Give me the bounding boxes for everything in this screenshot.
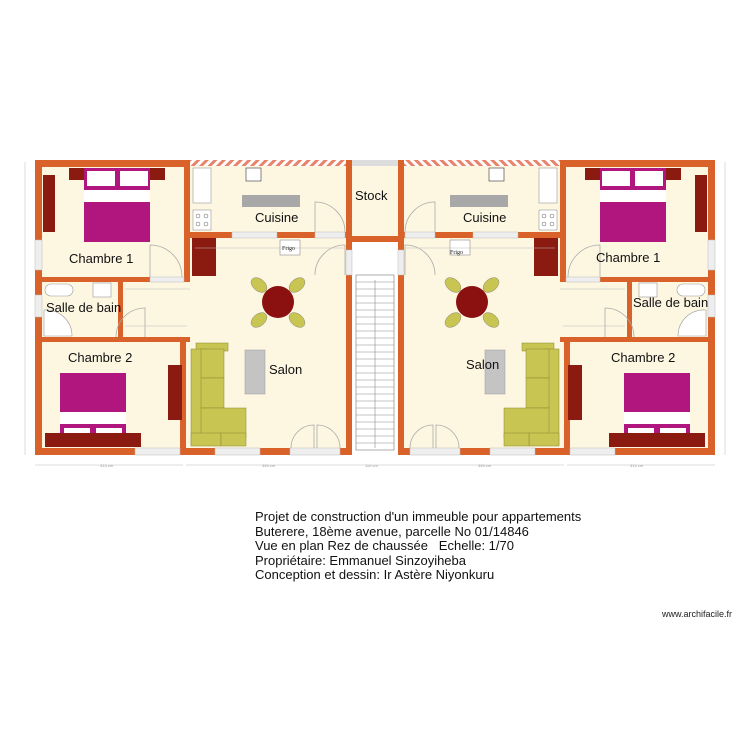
room-label-frigo-left: Frigo bbox=[282, 246, 295, 252]
caption-line: Propriétaire: Emmanuel Sinzoyiheba bbox=[255, 552, 466, 568]
apartment-right bbox=[397, 159, 726, 466]
room-label-salon-right: Salon bbox=[466, 357, 499, 372]
caption-line: Projet de construction d'un immeuble pou… bbox=[255, 509, 582, 524]
room-label-chambre2-right: Chambre 2 bbox=[611, 350, 675, 365]
room-label-cuisine-right: Cuisine bbox=[463, 210, 506, 225]
staircase bbox=[355, 274, 395, 451]
dimension-label: 414 cm bbox=[100, 463, 114, 468]
dimension-label: 446 cm bbox=[262, 463, 276, 468]
room-label-chambre1-right: Chambre 1 bbox=[596, 250, 660, 265]
caption-line: Vue en plan Rez de chaussée Echelle: 1/7… bbox=[255, 538, 514, 553]
stock-room bbox=[352, 166, 398, 236]
room-label-frigo-right: Frigo bbox=[450, 250, 463, 256]
watermark: www.archifacile.fr bbox=[662, 609, 733, 619]
room-label-chambre2-left: Chambre 2 bbox=[68, 350, 132, 365]
title-block: Projet de construction d'un immeuble pou… bbox=[255, 509, 582, 583]
dimension-label: 110 cm bbox=[365, 463, 378, 468]
caption-line: Conception et dessin: Ir Astère Niyonkur… bbox=[255, 567, 495, 582]
stock-wall bbox=[352, 236, 398, 242]
stock-window bbox=[352, 160, 398, 166]
room-label-stock: Stock bbox=[355, 188, 388, 203]
caption-line: Buterere, 18ème avenue, parcelle No 01/1… bbox=[255, 523, 529, 539]
room-label-salon-left: Salon bbox=[269, 362, 302, 377]
dimension-label: 414 cm bbox=[630, 463, 644, 468]
room-label-sdb-left: Salle de bain bbox=[46, 300, 121, 315]
room-label-sdb-right: Salle de bain bbox=[633, 295, 708, 310]
dimension-label: 446 cm bbox=[478, 463, 492, 468]
room-label-chambre1-left: Chambre 1 bbox=[69, 251, 133, 266]
room-label-cuisine-left: Cuisine bbox=[255, 210, 298, 225]
